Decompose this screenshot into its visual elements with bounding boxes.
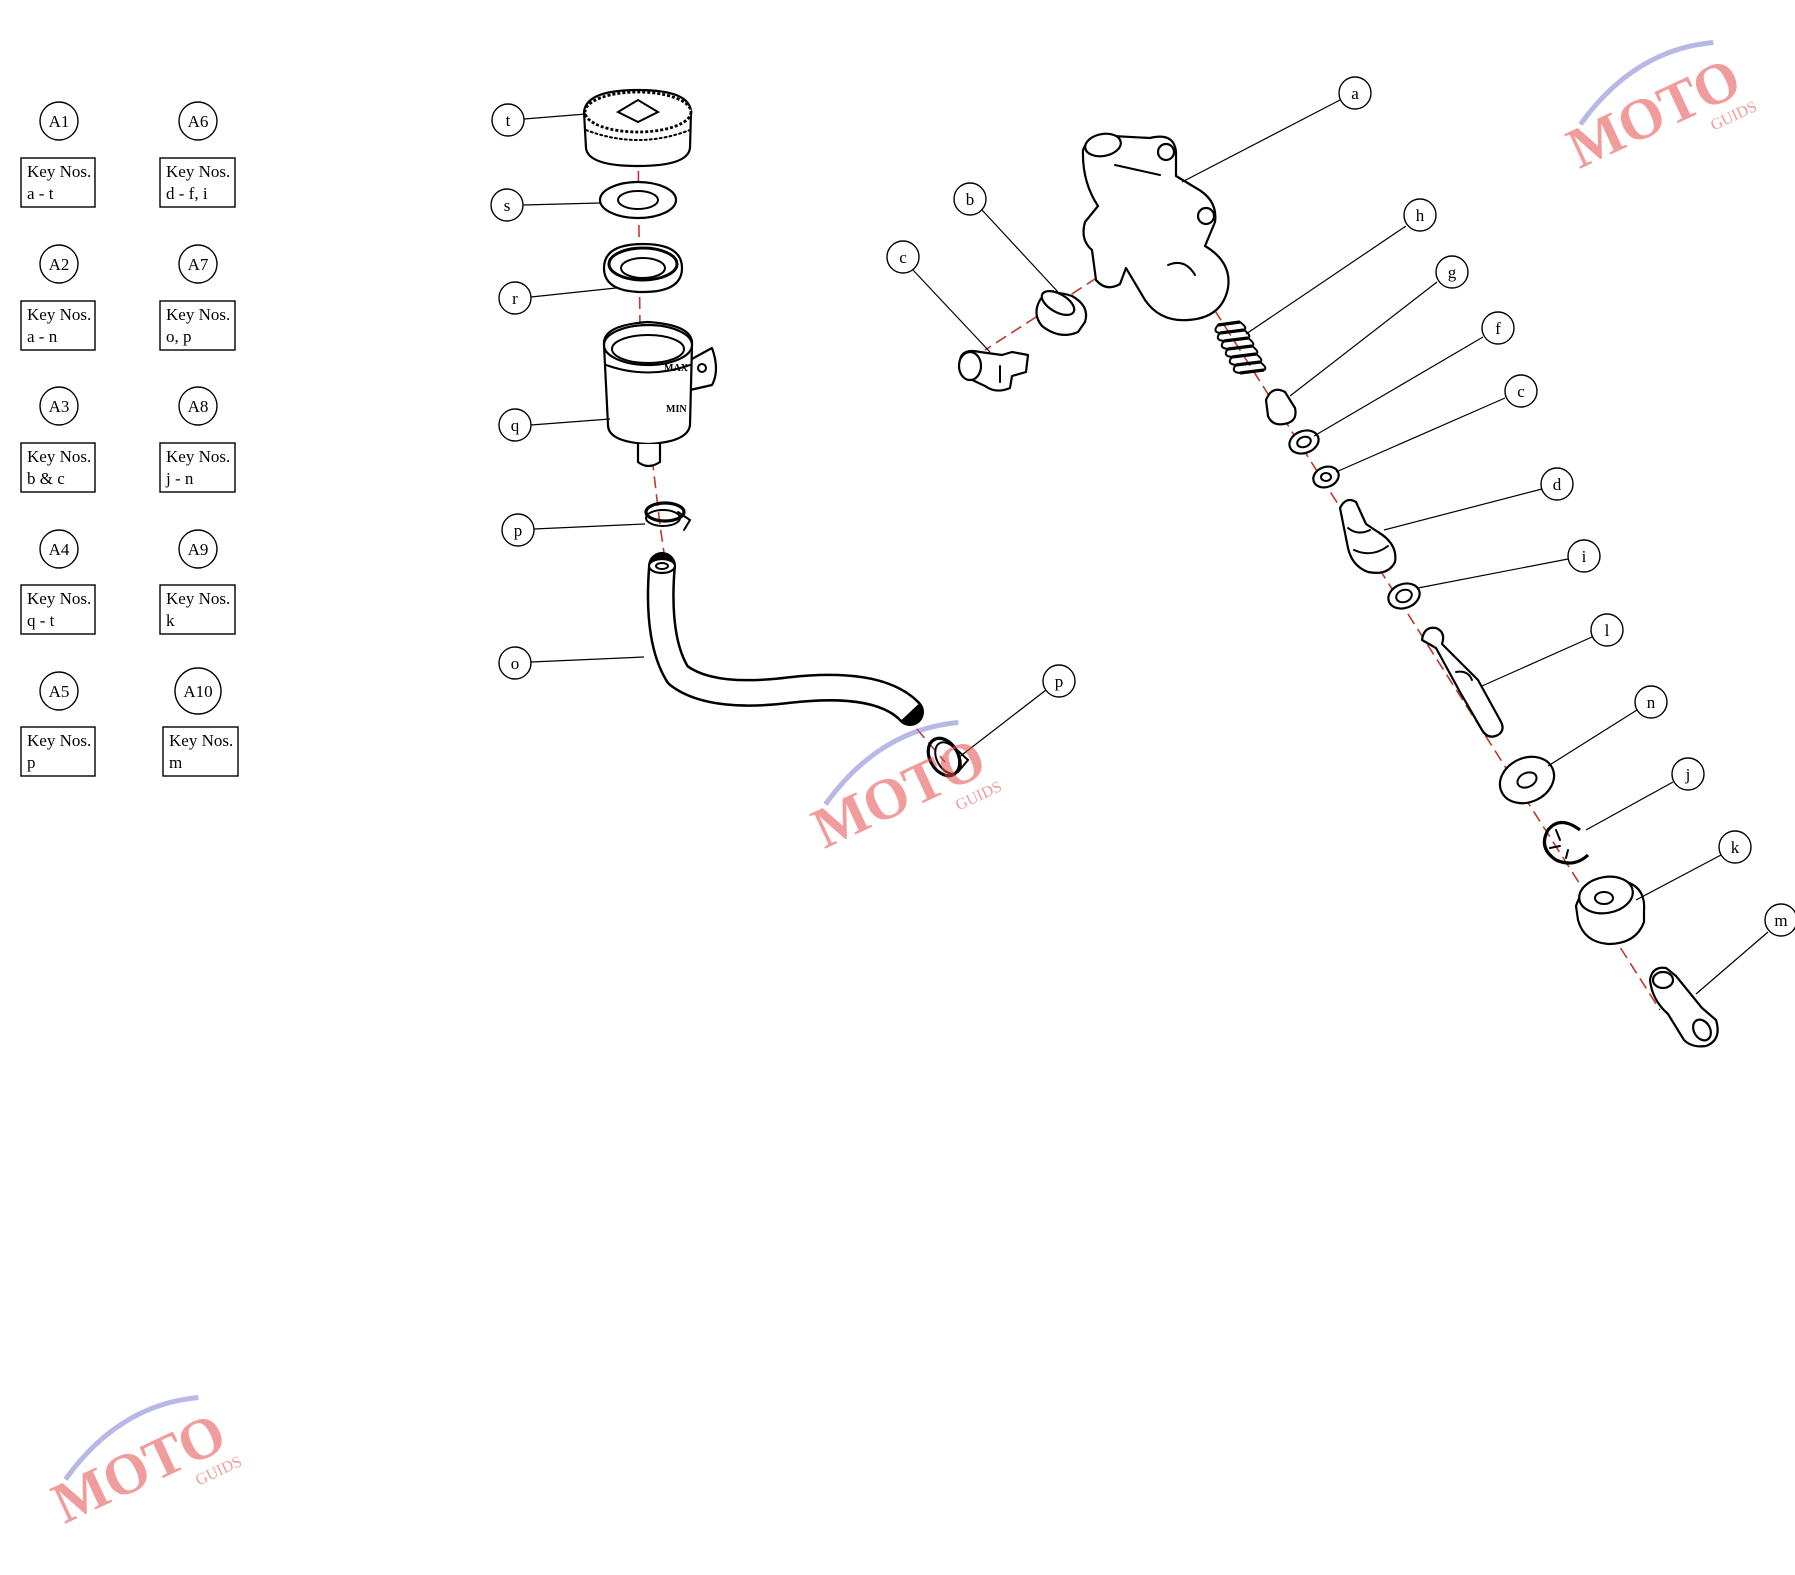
callout-p-left: p bbox=[514, 521, 523, 540]
callout-m: m bbox=[1774, 911, 1787, 930]
key-label: Key Nos. bbox=[27, 305, 91, 324]
key-label: Key Nos. bbox=[27, 447, 91, 466]
key-label: Key Nos. bbox=[166, 447, 230, 466]
watermark-logo-top: MOTO GUIDS bbox=[1557, 40, 1760, 181]
inlet-seal bbox=[1035, 289, 1088, 337]
callout-f: f bbox=[1495, 319, 1501, 338]
callout-r: r bbox=[512, 289, 518, 308]
return-spring bbox=[1214, 320, 1267, 375]
key-range: d - f, i bbox=[166, 184, 208, 203]
watermark-logo-center: MOTO GUIDS bbox=[802, 720, 1005, 861]
callout-l: l bbox=[1605, 621, 1610, 640]
key-range: o, p bbox=[166, 327, 192, 346]
circlip bbox=[1542, 820, 1590, 865]
key-ref: A5 bbox=[49, 682, 70, 701]
callout-n: n bbox=[1647, 693, 1656, 712]
watermark-logo-bottom: MOTO GUIDS bbox=[42, 1395, 245, 1536]
key-entry-a6: A6 Key Nos. d - f, i bbox=[159, 101, 236, 208]
key-ref: A2 bbox=[49, 255, 70, 274]
callout-c-left: c bbox=[899, 248, 907, 267]
boot-washer bbox=[1498, 755, 1556, 805]
callout-i: i bbox=[1582, 547, 1587, 566]
key-table: A1 Key Nos. a - t A2 Key Nos. a - n A3 K… bbox=[20, 101, 239, 777]
key-label: Key Nos. bbox=[166, 305, 230, 324]
key-entry-a4: A4 Key Nos. q - t bbox=[20, 529, 96, 635]
key-entry-a9: A9 Key Nos. k bbox=[159, 529, 236, 635]
key-range: j - n bbox=[165, 469, 194, 488]
key-range: m bbox=[169, 753, 182, 772]
key-ref: A6 bbox=[188, 112, 209, 131]
callout-k: k bbox=[1731, 838, 1740, 857]
callouts: t s r q p o p a b c h g bbox=[490, 76, 1795, 995]
piston bbox=[1338, 498, 1397, 574]
key-range: a - n bbox=[27, 327, 58, 346]
reservoir-min-mark: MIN bbox=[666, 404, 687, 415]
reservoir-cap bbox=[582, 88, 693, 168]
key-ref: A8 bbox=[188, 397, 209, 416]
callout-h: h bbox=[1416, 206, 1425, 225]
key-label: Key Nos. bbox=[169, 731, 233, 750]
primary-cup bbox=[1288, 429, 1320, 455]
callout-b: b bbox=[966, 190, 975, 209]
spring-seat bbox=[1264, 388, 1297, 426]
key-range: b & c bbox=[27, 469, 65, 488]
key-entry-a1: A1 Key Nos. a - t bbox=[20, 101, 96, 208]
key-ref: A10 bbox=[183, 682, 212, 701]
reservoir-assembly: MAX MIN bbox=[582, 88, 970, 778]
callout-g: g bbox=[1448, 263, 1457, 282]
key-entry-a10: A10 Key Nos. m bbox=[162, 667, 239, 777]
callout-s: s bbox=[504, 196, 511, 215]
reservoir-diaphragm bbox=[602, 242, 684, 294]
key-entry-a5: A5 Key Nos. p bbox=[20, 671, 96, 777]
secondary-cup bbox=[1387, 582, 1421, 610]
key-label: Key Nos. bbox=[27, 162, 91, 181]
fluid-hose bbox=[646, 552, 924, 726]
key-range: p bbox=[27, 753, 36, 772]
key-ref: A1 bbox=[49, 112, 70, 131]
reservoir-max-mark: MAX bbox=[664, 363, 689, 374]
key-label: Key Nos. bbox=[27, 731, 91, 750]
key-label: Key Nos. bbox=[166, 589, 230, 608]
key-entry-a2: A2 Key Nos. a - n bbox=[20, 244, 96, 351]
clevis bbox=[1648, 966, 1719, 1048]
master-cylinder-body bbox=[1081, 132, 1230, 322]
dust-boot bbox=[1574, 875, 1646, 946]
key-range: q - t bbox=[27, 611, 55, 630]
key-ref: A4 bbox=[49, 540, 70, 559]
key-entry-a7: A7 Key Nos. o, p bbox=[159, 244, 236, 351]
master-cylinder-assembly bbox=[957, 132, 1719, 1048]
key-label: Key Nos. bbox=[166, 162, 230, 181]
callout-q: q bbox=[511, 416, 520, 435]
key-entry-a3: A3 Key Nos. b & c bbox=[20, 386, 96, 493]
reservoir-body: MAX MIN bbox=[602, 320, 718, 468]
key-ref: A3 bbox=[49, 397, 70, 416]
key-label: Key Nos. bbox=[27, 589, 91, 608]
callout-p-right: p bbox=[1055, 672, 1064, 691]
callout-o: o bbox=[511, 654, 520, 673]
hose-clip-lower bbox=[926, 736, 970, 778]
key-range: a - t bbox=[27, 184, 54, 203]
key-entry-a8: A8 Key Nos. j - n bbox=[159, 386, 236, 493]
key-ref: A7 bbox=[188, 255, 209, 274]
push-rod bbox=[1420, 626, 1504, 738]
callout-j: j bbox=[1685, 765, 1691, 784]
washer bbox=[1312, 465, 1340, 489]
callout-c-right: c bbox=[1517, 382, 1525, 401]
hose-clip-upper bbox=[644, 501, 692, 531]
reservoir-seal bbox=[598, 180, 678, 220]
callout-t: t bbox=[506, 111, 511, 130]
key-ref: A9 bbox=[188, 540, 209, 559]
callout-a: a bbox=[1351, 84, 1359, 103]
callout-d: d bbox=[1553, 475, 1562, 494]
inlet-connector bbox=[957, 349, 1030, 392]
key-range: k bbox=[166, 611, 175, 630]
